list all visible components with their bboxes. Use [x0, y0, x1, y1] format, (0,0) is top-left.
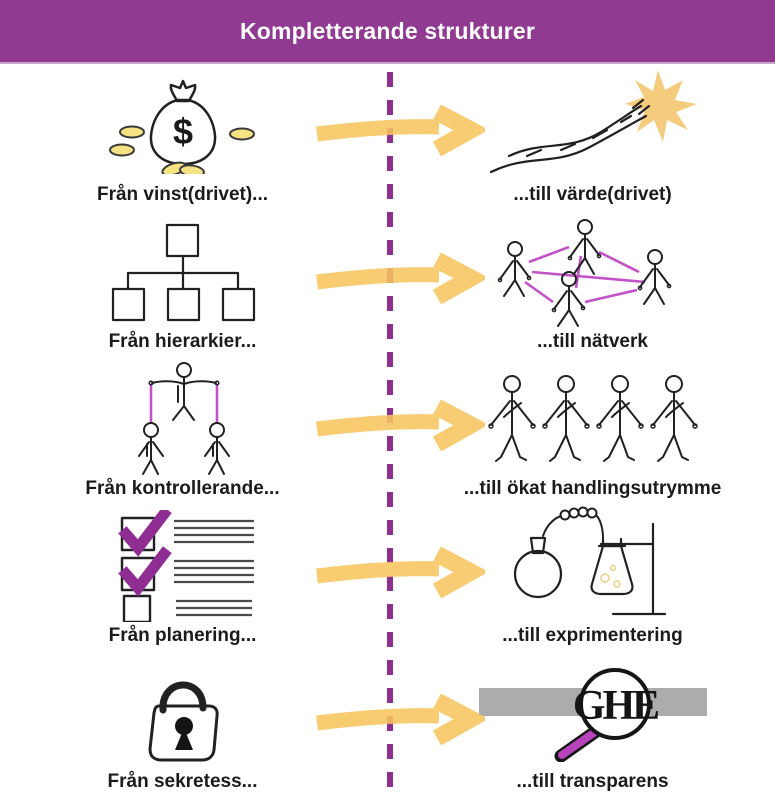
to-label: ...till exprimentering	[502, 625, 683, 647]
arrow-right-icon	[311, 251, 485, 305]
from-cell: $ Från vinst(drivet)...	[10, 64, 355, 212]
arrow-right-icon	[311, 545, 485, 599]
to-label: ...till värde(drivet)	[513, 184, 672, 206]
arrow-right-icon	[311, 692, 485, 746]
header-banner: Kompletterande strukturer	[0, 0, 775, 64]
center-dashed-divider	[387, 72, 393, 799]
checklist-icon	[102, 506, 264, 625]
row-profit-to-value: $ Från vinst(drivet)...	[0, 64, 775, 212]
arrow-right-icon	[311, 103, 485, 157]
from-label: Från hierarkier...	[108, 331, 257, 353]
from-label: Från planering...	[108, 625, 257, 647]
arrow-right-icon	[311, 398, 485, 452]
winding-path-star-icon	[483, 64, 703, 184]
to-label: ...till nätverk	[537, 331, 648, 353]
hierarchy-org-chart-icon	[108, 212, 258, 331]
from-label: Från kontrollerande...	[85, 478, 280, 500]
to-cell: ...till värde(drivet)	[420, 64, 765, 212]
to-label: ...till ökat handlingsutrymme	[463, 478, 722, 500]
to-label: ...till transparens	[516, 771, 669, 793]
to-cell: ...till exprimentering	[420, 506, 765, 653]
row-control-to-autonomy: Från kontrollerande...	[0, 359, 775, 506]
row-secrecy-to-transparency: Från sekretess... GHE	[0, 653, 775, 799]
from-label: Från sekretess...	[107, 771, 258, 793]
dollar-sign: $	[172, 111, 192, 152]
money-bag-icon: $	[108, 64, 258, 184]
row-planning-to-experimenting: Från planering...	[0, 506, 775, 653]
experiment-flasks-icon	[493, 506, 693, 625]
network-people-icon	[477, 212, 709, 331]
from-label: Från vinst(drivet)...	[96, 184, 269, 206]
row-hierarchy-to-network: Från hierarkier...	[0, 212, 775, 359]
page-title: Kompletterande strukturer	[239, 17, 536, 44]
to-cell: GHE ...till transparens	[420, 653, 765, 799]
holding-hands-icon	[472, 359, 714, 478]
from-cell: Från planering...	[10, 506, 355, 653]
from-cell: Från kontrollerande...	[10, 359, 355, 506]
from-cell: Från sekretess...	[10, 653, 355, 799]
rows-container: $ Från vinst(drivet)...	[0, 64, 775, 799]
puppet-control-icon	[107, 359, 259, 478]
to-cell: ...till ökat handlingsutrymme	[420, 359, 765, 506]
magnified-letters: GHE	[572, 683, 657, 729]
padlock-icon	[123, 653, 243, 771]
magnifier-transparency-icon: GHE	[477, 653, 709, 771]
to-cell: ...till nätverk	[420, 212, 765, 359]
from-cell: Från hierarkier...	[10, 212, 355, 359]
